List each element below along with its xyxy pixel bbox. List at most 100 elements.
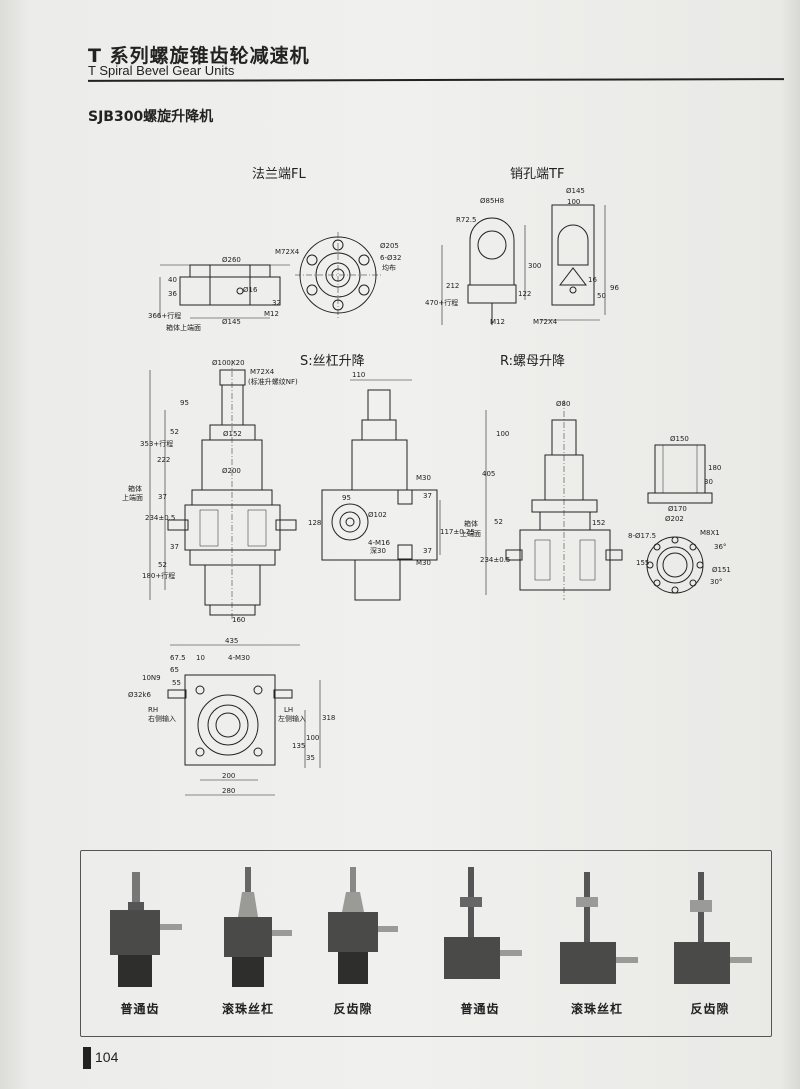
dim-top-0: 435 xyxy=(225,637,238,645)
page-number-marker xyxy=(83,1047,91,1069)
page-header-title-en: T Spiral Bevel Gear Units xyxy=(88,63,235,78)
product-image-antibacklash-2 xyxy=(674,872,752,984)
dim-fl-4: 均布 xyxy=(382,263,396,272)
dim-top-10: LH xyxy=(284,706,293,714)
product-label-3: 反齿隙 xyxy=(333,1002,373,1016)
dim-top-3: 4-M30 xyxy=(228,654,250,662)
dim-r-14: 8-Ø17.5 xyxy=(628,532,656,540)
dim-s-25: 37 xyxy=(423,492,432,500)
dim-top-9: 右侧输入 xyxy=(148,714,176,723)
dim-top-7: Ø32k6 xyxy=(128,691,151,699)
caption-s: S:丝杠升降 xyxy=(300,354,365,369)
dim-fl-3: 6-Ø32 xyxy=(380,254,401,262)
dim-tf-5: 212 xyxy=(446,282,459,290)
dim-r-13: Ø202 xyxy=(665,515,684,523)
page-header-title-zh: T 系列螺旋锥齿轮减速机 xyxy=(88,45,310,67)
dim-tf-2: Ø145 xyxy=(566,187,585,195)
dim-s-21: Ø102 xyxy=(368,511,387,519)
dim-s-14: 353+行程 xyxy=(140,439,173,448)
dim-r-16: 36° xyxy=(714,543,726,551)
dim-tf-6: 122 xyxy=(518,290,531,298)
dim-top-4: 65 xyxy=(170,666,179,674)
technical-drawings: Ø260 M72X4 Ø205 6-Ø32 均布 Ø16 Ø145 M12 40… xyxy=(122,187,731,796)
dim-s-5: Ø152 xyxy=(223,430,242,438)
dim-top-5: 55 xyxy=(172,679,181,687)
dim-s-22: 4-M16 xyxy=(368,539,390,547)
dim-s-20: 128 xyxy=(308,519,321,527)
dim-r-19: Ø151 xyxy=(712,566,731,574)
dim-s-26: 37 xyxy=(423,547,432,555)
dim-r-15: M8X1 xyxy=(700,529,720,537)
page-number: 104 xyxy=(95,1049,119,1065)
dim-s-9: 234±0.5 xyxy=(145,514,175,522)
dim-r-17: 155 xyxy=(636,559,649,567)
dim-r-6: 上端面 xyxy=(460,529,481,538)
dim-r-12: Ø170 xyxy=(668,505,687,513)
dim-r-18: 30° xyxy=(710,578,722,586)
dim-top-13: 100 xyxy=(306,734,319,742)
dim-fl-11: 366+行程 xyxy=(148,311,181,320)
dim-top-16: 200 xyxy=(222,772,235,780)
dim-top-8: RH xyxy=(148,706,158,714)
r-front-view xyxy=(485,400,623,600)
dim-fl-1: M72X4 xyxy=(275,248,300,256)
dim-r-0: Ø80 xyxy=(556,400,570,408)
dim-r-11: 30 xyxy=(704,478,713,486)
dim-s-17: 110 xyxy=(352,371,365,379)
dim-top-11: 左侧输入 xyxy=(278,714,306,723)
dim-r-7: 234±0.5 xyxy=(480,556,510,564)
dim-r-10: 180 xyxy=(708,464,721,472)
dim-s-24: 117±0.25 xyxy=(440,528,475,536)
caption-fl: 法兰端FL xyxy=(252,167,306,182)
dim-fl-12: 箱体上端面 xyxy=(166,323,201,332)
dim-s-0: Ø100X20 xyxy=(212,359,245,367)
product-label-4: 普通齿 xyxy=(460,1002,500,1016)
dim-s-12: 180+行程 xyxy=(142,571,175,580)
dim-s-13: 160 xyxy=(232,616,245,624)
dim-r-1: 100 xyxy=(496,430,509,438)
dim-top-2: 10 xyxy=(196,654,205,662)
dim-s-11: 37 xyxy=(170,543,179,551)
product-photo-panel xyxy=(80,850,772,1037)
dim-r-9: Ø150 xyxy=(670,435,689,443)
dim-s-27: M30 xyxy=(416,559,431,567)
top-view xyxy=(167,644,321,796)
product-image-ballscrew-1 xyxy=(224,867,292,987)
tf-side-view xyxy=(441,217,526,325)
dim-s-3: 95 xyxy=(180,399,189,407)
dim-tf-10: 16 xyxy=(588,276,597,284)
s-front-view xyxy=(149,360,297,620)
dim-s-18: M30 xyxy=(416,474,431,482)
dim-top-17: 280 xyxy=(222,787,235,795)
dim-s-19: 95 xyxy=(342,494,351,502)
dim-fl-10: 32 xyxy=(272,299,281,307)
dim-tf-0: Ø85H8 xyxy=(480,197,504,205)
product-label-2: 滚珠丝杠 xyxy=(221,1002,274,1016)
dim-fl-0: Ø260 xyxy=(222,256,241,264)
tf-front-view xyxy=(540,204,606,321)
dim-s-10: 52 xyxy=(158,561,167,569)
dim-s-23: 深30 xyxy=(370,546,386,555)
product-image-standard-2 xyxy=(444,867,522,979)
dim-top-15: 35 xyxy=(306,754,315,762)
dim-tf-1: R72.5 xyxy=(456,216,476,224)
product-label-1: 普通齿 xyxy=(120,1002,160,1016)
dim-fl-7: M12 xyxy=(264,310,279,318)
dim-s-15: 箱体 xyxy=(128,484,142,493)
dim-top-6: 10N9 xyxy=(142,674,161,682)
fl-side-view xyxy=(159,264,290,319)
dim-tf-4: 300 xyxy=(528,262,541,270)
dim-fl-8: 40 xyxy=(168,276,177,284)
dim-tf-7: 470+行程 xyxy=(425,298,458,307)
dim-s-2: (标准升螺纹NF) xyxy=(248,377,298,386)
dim-tf-8: M12 xyxy=(490,318,505,326)
product-image-ballscrew-2 xyxy=(560,872,638,984)
section-title: SJB300螺旋升降机 xyxy=(88,109,214,125)
dim-top-14: 135 xyxy=(292,742,305,750)
dim-top-12: 318 xyxy=(322,714,335,722)
dim-tf-11: 50 xyxy=(597,292,606,300)
fl-front-view xyxy=(295,232,381,318)
dim-s-1: M72X4 xyxy=(250,368,275,376)
dim-fl-9: 36 xyxy=(168,290,177,298)
